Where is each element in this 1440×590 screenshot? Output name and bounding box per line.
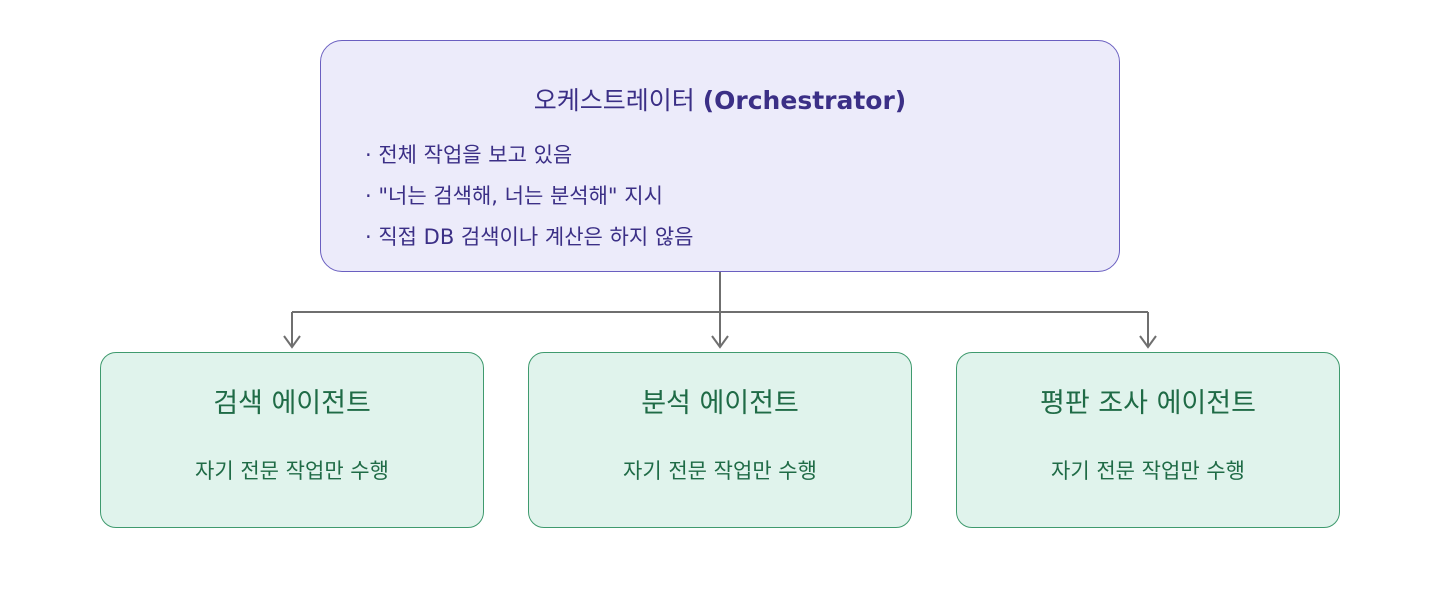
orchestrator-bullet-list: · 전체 작업을 보고 있음 · "너는 검색해, 너는 분석해" 지시 · 직… — [365, 135, 693, 258]
orchestrator-bullet: · 전체 작업을 보고 있음 — [365, 143, 573, 167]
orchestrator-bullet: · 직접 DB 검색이나 계산은 하지 않음 — [365, 225, 694, 249]
arrow-head-search — [283, 335, 301, 349]
search-agent-node: 검색 에이전트 자기 전문 작업만 수행 — [100, 352, 484, 528]
agent-description: 자기 전문 작업만 수행 — [623, 459, 817, 483]
agent-title: 평판 조사 에이전트 — [1040, 388, 1256, 419]
reputation-agent-node: 평판 조사 에이전트 자기 전문 작업만 수행 — [956, 352, 1340, 528]
agent-description: 자기 전문 작업만 수행 — [195, 459, 389, 483]
arrow-head-reputation — [1139, 335, 1157, 349]
agent-description: 자기 전문 작업만 수행 — [1051, 459, 1245, 483]
arrow-head-analysis — [711, 335, 729, 349]
agent-title: 분석 에이전트 — [641, 388, 799, 419]
agent-title: 검색 에이전트 — [213, 388, 371, 419]
analysis-agent-node: 분석 에이전트 자기 전문 작업만 수행 — [528, 352, 912, 528]
orchestrator-bullet: · "너는 검색해, 너는 분석해" 지시 — [365, 184, 663, 208]
orchestrator-title-ko: 오케스트레이터 — [533, 86, 695, 115]
orchestrator-title: 오케스트레이터 (Orchestrator) — [321, 81, 1119, 117]
orchestrator-title-en: (Orchestrator) — [702, 86, 907, 115]
orchestrator-node: 오케스트레이터 (Orchestrator) · 전체 작업을 보고 있음 · … — [320, 40, 1120, 272]
